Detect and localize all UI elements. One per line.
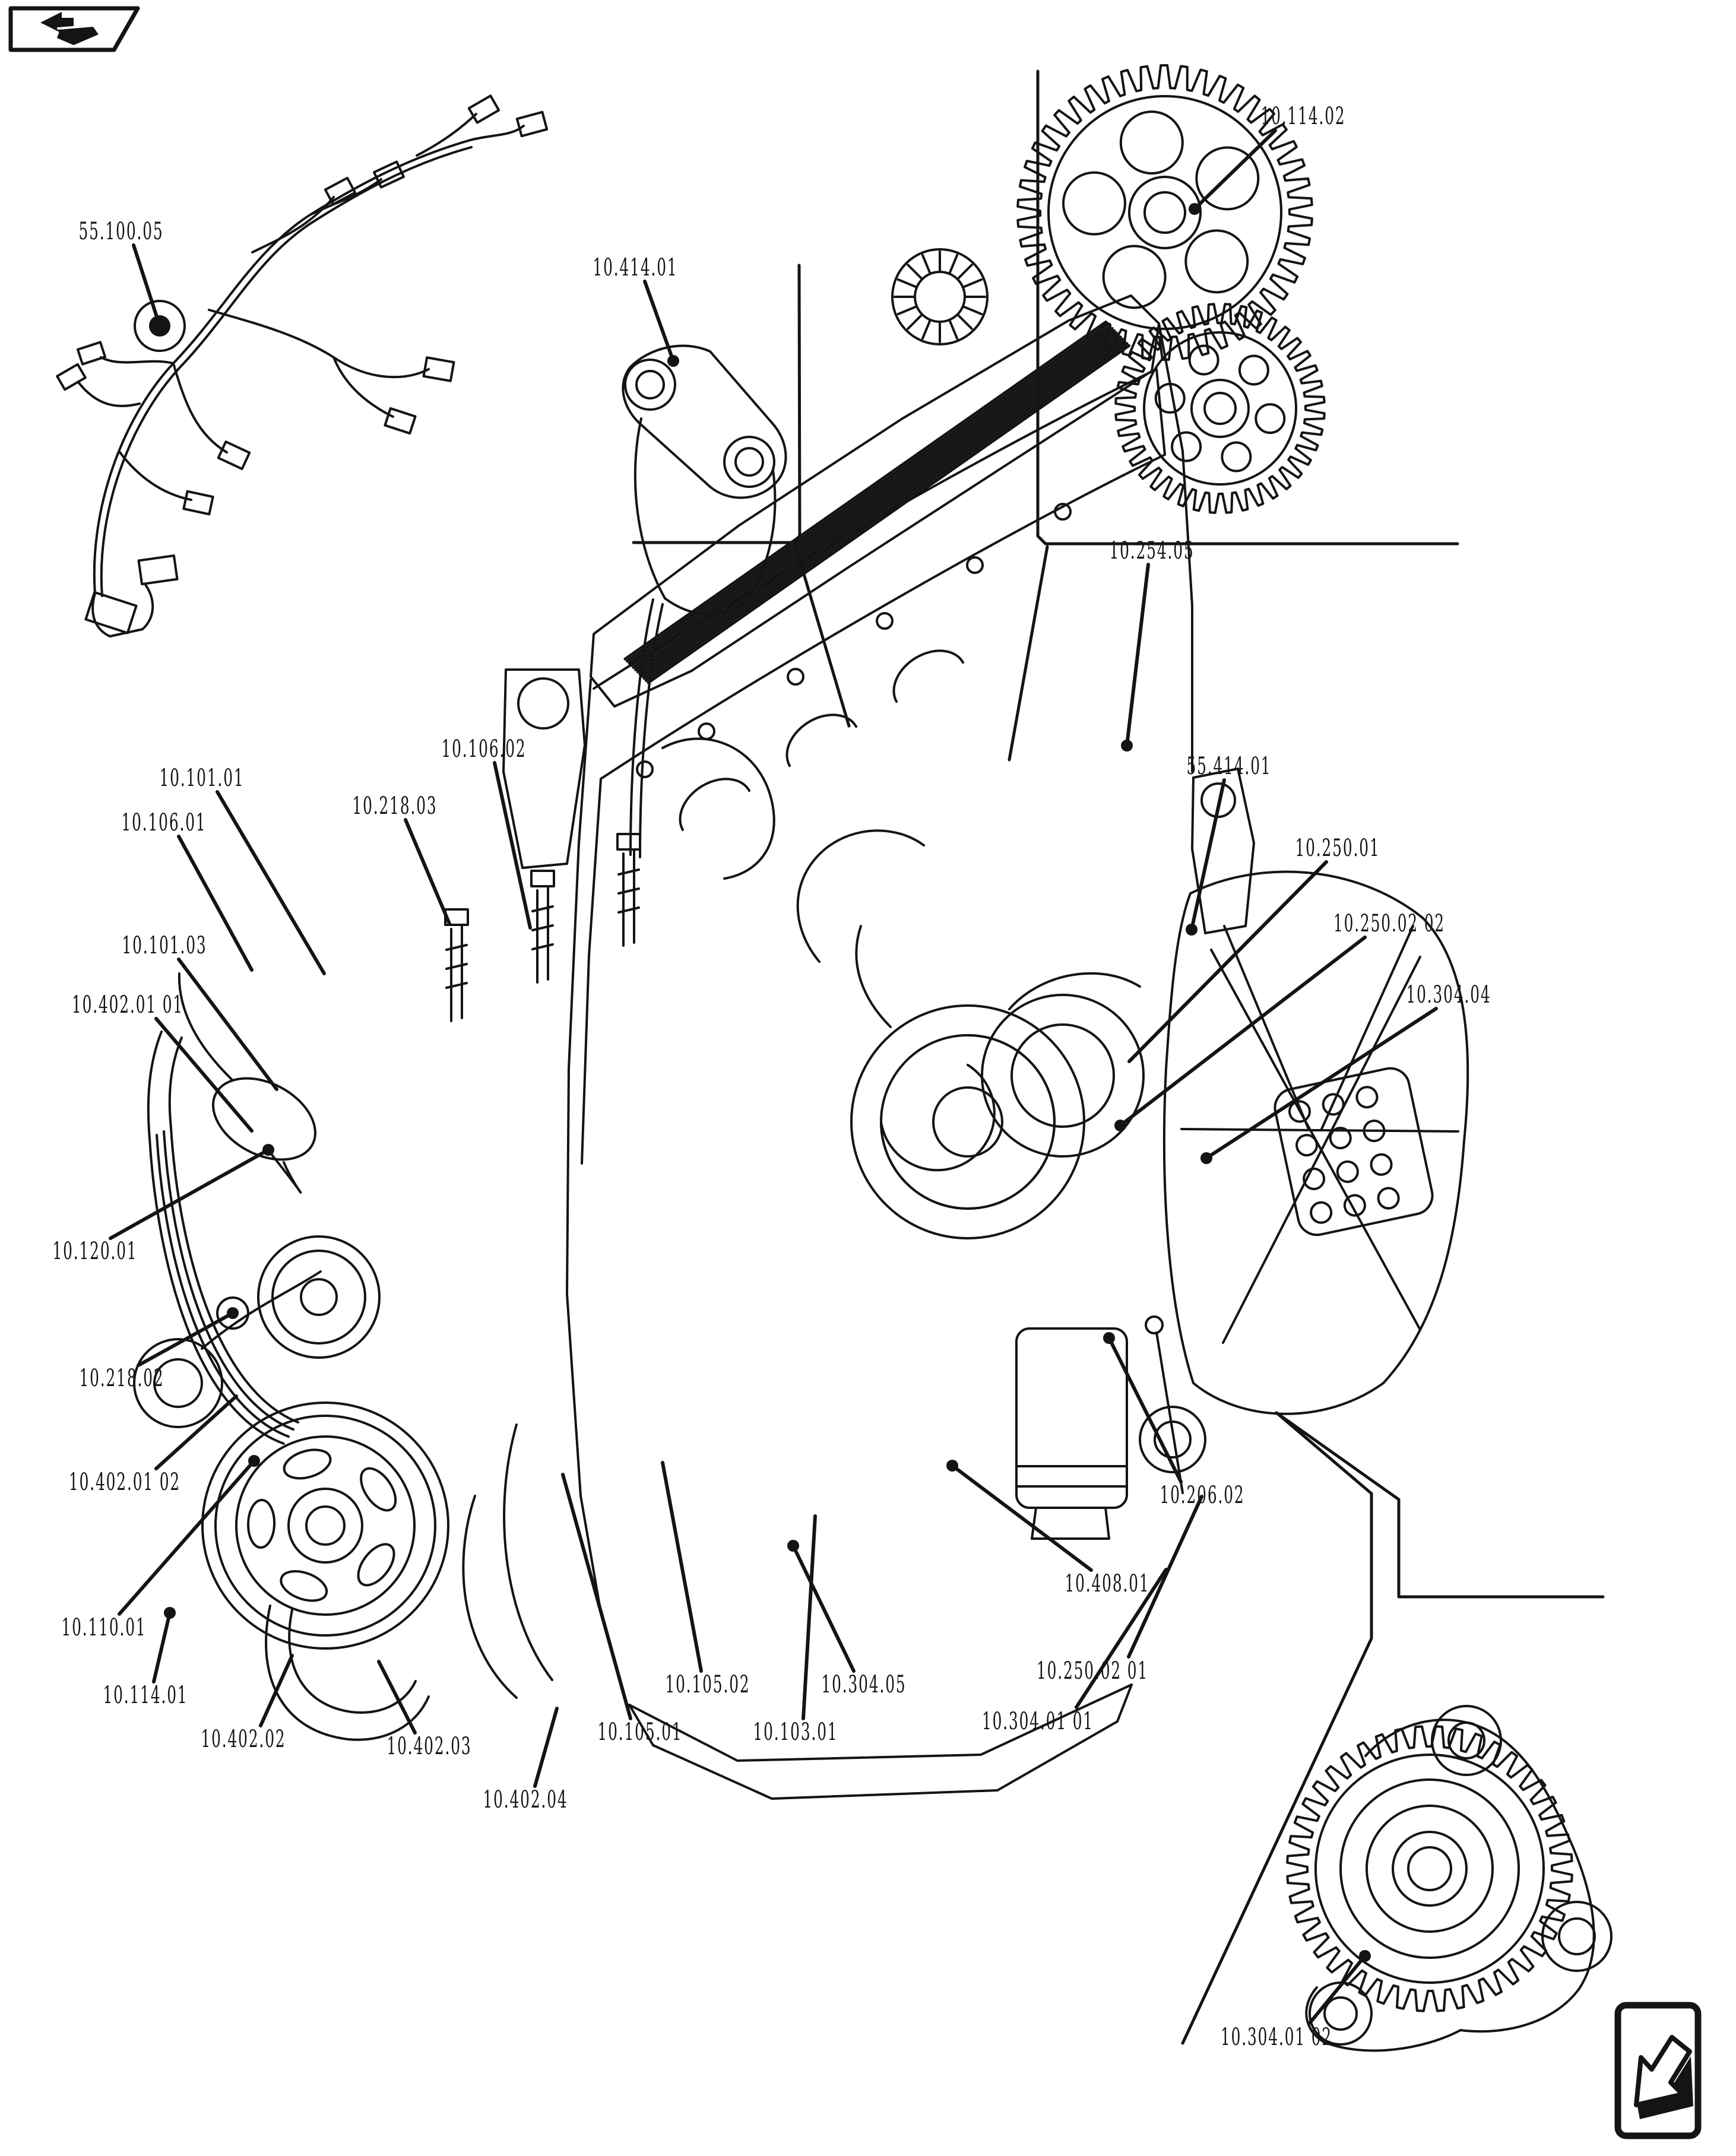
next-page-icon[interactable] [1614,2002,1702,2139]
leader-dot [154,320,166,332]
leader-line [561,1473,632,1720]
leader-line [802,1514,817,1720]
leader-dot [248,1455,260,1467]
oil-pump-art [1286,1705,1613,2052]
callout-label-10-304-05[interactable]: 10.304.05 [821,1671,907,1698]
callout-label-10-206-02[interactable]: 10.206.02 [1160,1482,1245,1509]
leader-dot [1189,203,1200,215]
leader-dot [1186,924,1198,936]
callout-label-10-114-02[interactable]: 10.114.02 [1260,103,1346,130]
callout-label-10-105-01[interactable]: 10.105.01 [597,1719,683,1746]
leader-lines-layer [109,69,1605,2045]
callout-label-10-106-01[interactable]: 10.106.01 [121,809,207,836]
callout-label-10-120-01[interactable]: 10.120.01 [52,1238,138,1265]
callout-label-55-414-01[interactable]: 55.414.01 [1186,753,1272,780]
leader-line [377,1660,417,1735]
callout-label-10-101-01[interactable]: 10.101.01 [159,765,245,792]
callout-label-10-402-01-01[interactable]: 10.402.01 01 [72,991,183,1019]
callout-label-10-218-02[interactable]: 10.218.02 [79,1365,164,1392]
leader-dot [164,1607,176,1619]
wiring-harness-art [56,94,549,638]
leader-line [661,1461,703,1673]
detail-divider-line [794,544,851,728]
callout-label-10-408-01[interactable]: 10.408.01 [1065,1570,1150,1597]
leader-line [109,1148,270,1240]
callout-label-10-250-02-02[interactable]: 10.250.02 02 [1333,910,1445,937]
detail-divider-line [1008,545,1049,762]
leader-line [1127,860,1328,1063]
detail-divider-line [1036,69,1459,546]
callout-label-10-105-02[interactable]: 10.105.02 [665,1671,750,1698]
callout-label-10-114-01[interactable]: 10.114.01 [103,1682,188,1709]
callout-label-10-103-01[interactable]: 10.103.01 [753,1719,838,1746]
leader-line [493,761,532,930]
leader-dot [1103,1332,1115,1344]
leader-line [1119,936,1367,1127]
leader-line [216,790,326,975]
leader-dot [787,1540,799,1552]
callout-label-10-304-01-02[interactable]: 10.304.01 02 [1221,2024,1332,2051]
callout-label-10-101-03[interactable]: 10.101.03 [122,932,207,959]
leader-line [1190,778,1226,931]
callout-label-10-304-01-01[interactable]: 10.304.01 01 [982,1708,1094,1735]
leader-line [177,835,254,972]
prev-page-icon[interactable] [8,6,140,52]
callout-label-10-106-02[interactable]: 10.106.02 [441,735,527,763]
timing-gears-art [1016,64,1326,514]
callout-label-10-402-01-02[interactable]: 10.402.01 02 [69,1469,180,1496]
leader-line [154,1394,238,1470]
leader-dot [1200,1152,1212,1164]
leader-line [1075,1568,1168,1709]
detail-divider-line [632,264,802,544]
leader-line [643,280,675,363]
leader-dot [227,1307,239,1319]
callout-label-10-414-01[interactable]: 10.414.01 [593,254,678,281]
leader-line [533,1707,559,1788]
leader-line [951,1464,1093,1572]
callout-label-10-402-02[interactable]: 10.402.02 [201,1726,286,1753]
callout-label-10-402-03[interactable]: 10.402.03 [387,1733,472,1760]
callout-label-10-402-04[interactable]: 10.402.04 [483,1786,568,1813]
callout-label-10-250-01[interactable]: 10.250.01 [1295,835,1380,862]
leader-dot [1114,1120,1126,1131]
leader-line [1193,129,1277,211]
detail-divider-line [1181,1411,1373,2045]
callout-label-10-304-04[interactable]: 10.304.04 [1406,981,1491,1009]
leader-dot [1121,740,1133,752]
leader-dot [262,1144,274,1156]
callout-label-10-254-05[interactable]: 10.254.05 [1109,537,1195,565]
callout-label-10-110-01[interactable]: 10.110.01 [61,1614,147,1641]
leader-line [177,957,278,1091]
leader-line [1125,563,1150,747]
detail-divider-line [1275,1411,1605,1599]
leader-line [132,243,161,328]
leader-line [1107,1336,1183,1483]
leader-line [791,1544,856,1673]
leader-line [118,1459,256,1616]
callout-label-10-250-02-01[interactable]: 10.250.02 01 [1037,1657,1148,1685]
leader-line [154,1017,254,1133]
leader-line [1308,1954,1367,2025]
leader-dot [1359,1950,1371,1962]
leader-line [152,1611,172,1683]
callout-label-10-218-03[interactable]: 10.218.03 [352,792,438,820]
leader-dot [946,1460,958,1472]
leader-line [259,1654,294,1727]
leader-line [1127,1495,1203,1659]
leader-line [404,818,451,925]
leader-line [137,1311,235,1367]
leader-line [1205,1007,1438,1160]
leader-dot [667,355,679,367]
callout-label-55-100-05[interactable]: 55.100.05 [78,218,164,245]
